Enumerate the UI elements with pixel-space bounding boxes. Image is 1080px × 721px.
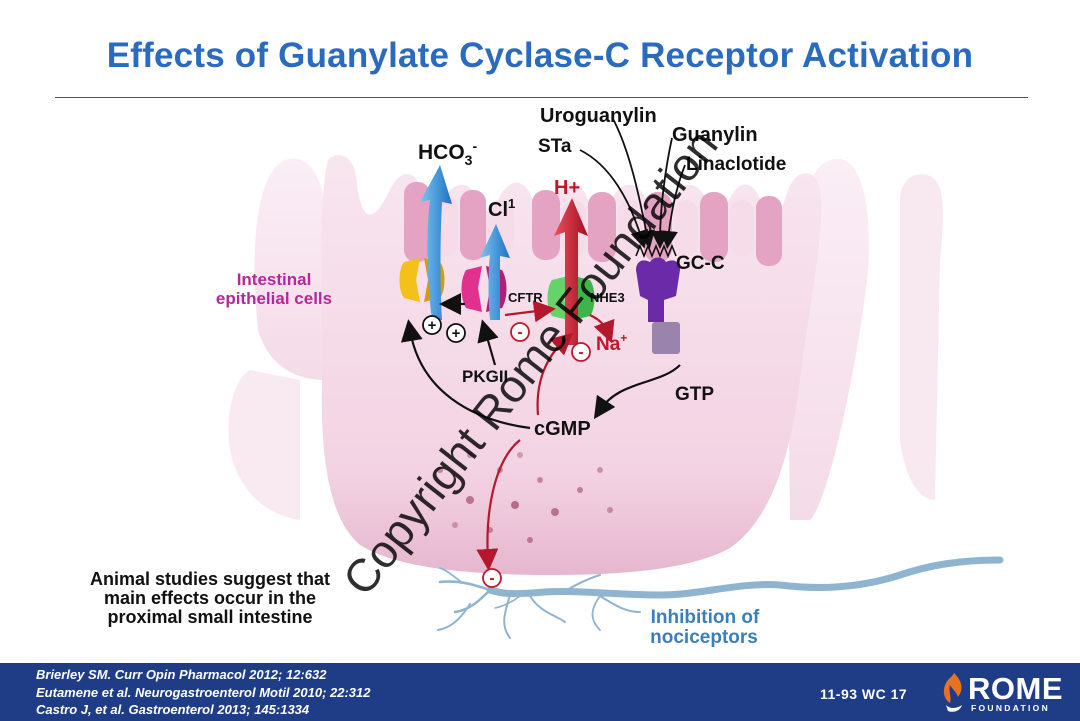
plus-sign-1: + [422,315,442,335]
label-linaclotide: Linaclotide [686,154,786,175]
note-line: Animal studies suggest that [89,569,331,589]
label-nociceptors-line2: nociceptors [650,627,758,648]
label-gtp: GTP [675,384,714,405]
label-epithelial-cells-line1: Intestinal [237,270,312,289]
label-uroguanylin: Uroguanylin [540,105,657,127]
minus-sign-nerve: - [482,568,502,588]
label-nhe3: NHE3 [590,290,625,305]
reference-item: Brierley SM. Curr Opin Pharmacol 2012; 1… [36,667,327,682]
title-divider [55,97,1028,98]
gcc-receptor [635,243,680,354]
rome-foundation-logo: ROME FOUNDATION [940,671,1063,715]
svg-text:+: + [428,317,437,334]
signaling-arrows [400,293,681,571]
ligand-arrows [579,116,686,249]
note-line: proximal small intestine [107,607,313,627]
footer-bar [0,663,1080,721]
logo-wordmark: ROME [968,671,1063,706]
label-hco3: HCO3- [418,138,477,168]
label-guanylin: Guanylin [672,124,758,146]
label-nociceptors-line1: Inhibition of [651,607,760,628]
svg-text:-: - [517,324,522,341]
h-efflux-arrow [554,198,588,345]
hco3-efflux-arrow [420,165,452,320]
gcc-diagram: + + - - - Uroguanylin STa Guanylin Linac… [216,105,1004,648]
animal-studies-note: Animal studies suggest that main effects… [40,570,380,627]
minus-sign-nhe3: - [571,342,591,362]
svg-text:+: + [452,325,461,342]
svg-text:-: - [489,570,494,587]
note-line: main effects occur in the [103,588,317,608]
logo-subtitle: FOUNDATION [971,703,1051,713]
label-cl: Cl1 [488,196,515,221]
label-na-plus: Na+ [596,331,627,355]
reference-item: Eutamene et al. Neurogastroenterol Motil… [36,684,371,700]
label-sta: STa [538,136,572,157]
plus-sign-2: + [446,323,466,343]
label-h-plus: H+ [554,177,580,199]
references: Brierley SM. Curr Opin Pharmacol 2012; 1… [36,666,371,719]
rome-flame-icon [943,673,962,712]
label-cgmp: cGMP [534,418,591,440]
label-cftr: CFTR [508,290,543,305]
label-gcc: GC-C [676,253,725,274]
reference-item: Castro J, et al. Gastroenterol 2013; 145… [36,702,310,717]
nociceptor-nerve [437,556,1004,639]
label-pkgii: PKGII [462,367,508,386]
epithelial-cell [321,155,822,575]
slide-number: 11-93 WC 17 [820,686,908,702]
minus-sign-cftr: - [510,322,530,342]
cl-efflux-arrow [480,224,510,320]
label-epithelial-cells-line2: epithelial cells [216,289,332,308]
slide-title: Effects of Guanylate Cyclase-C Receptor … [106,36,974,75]
svg-text:-: - [578,344,583,361]
